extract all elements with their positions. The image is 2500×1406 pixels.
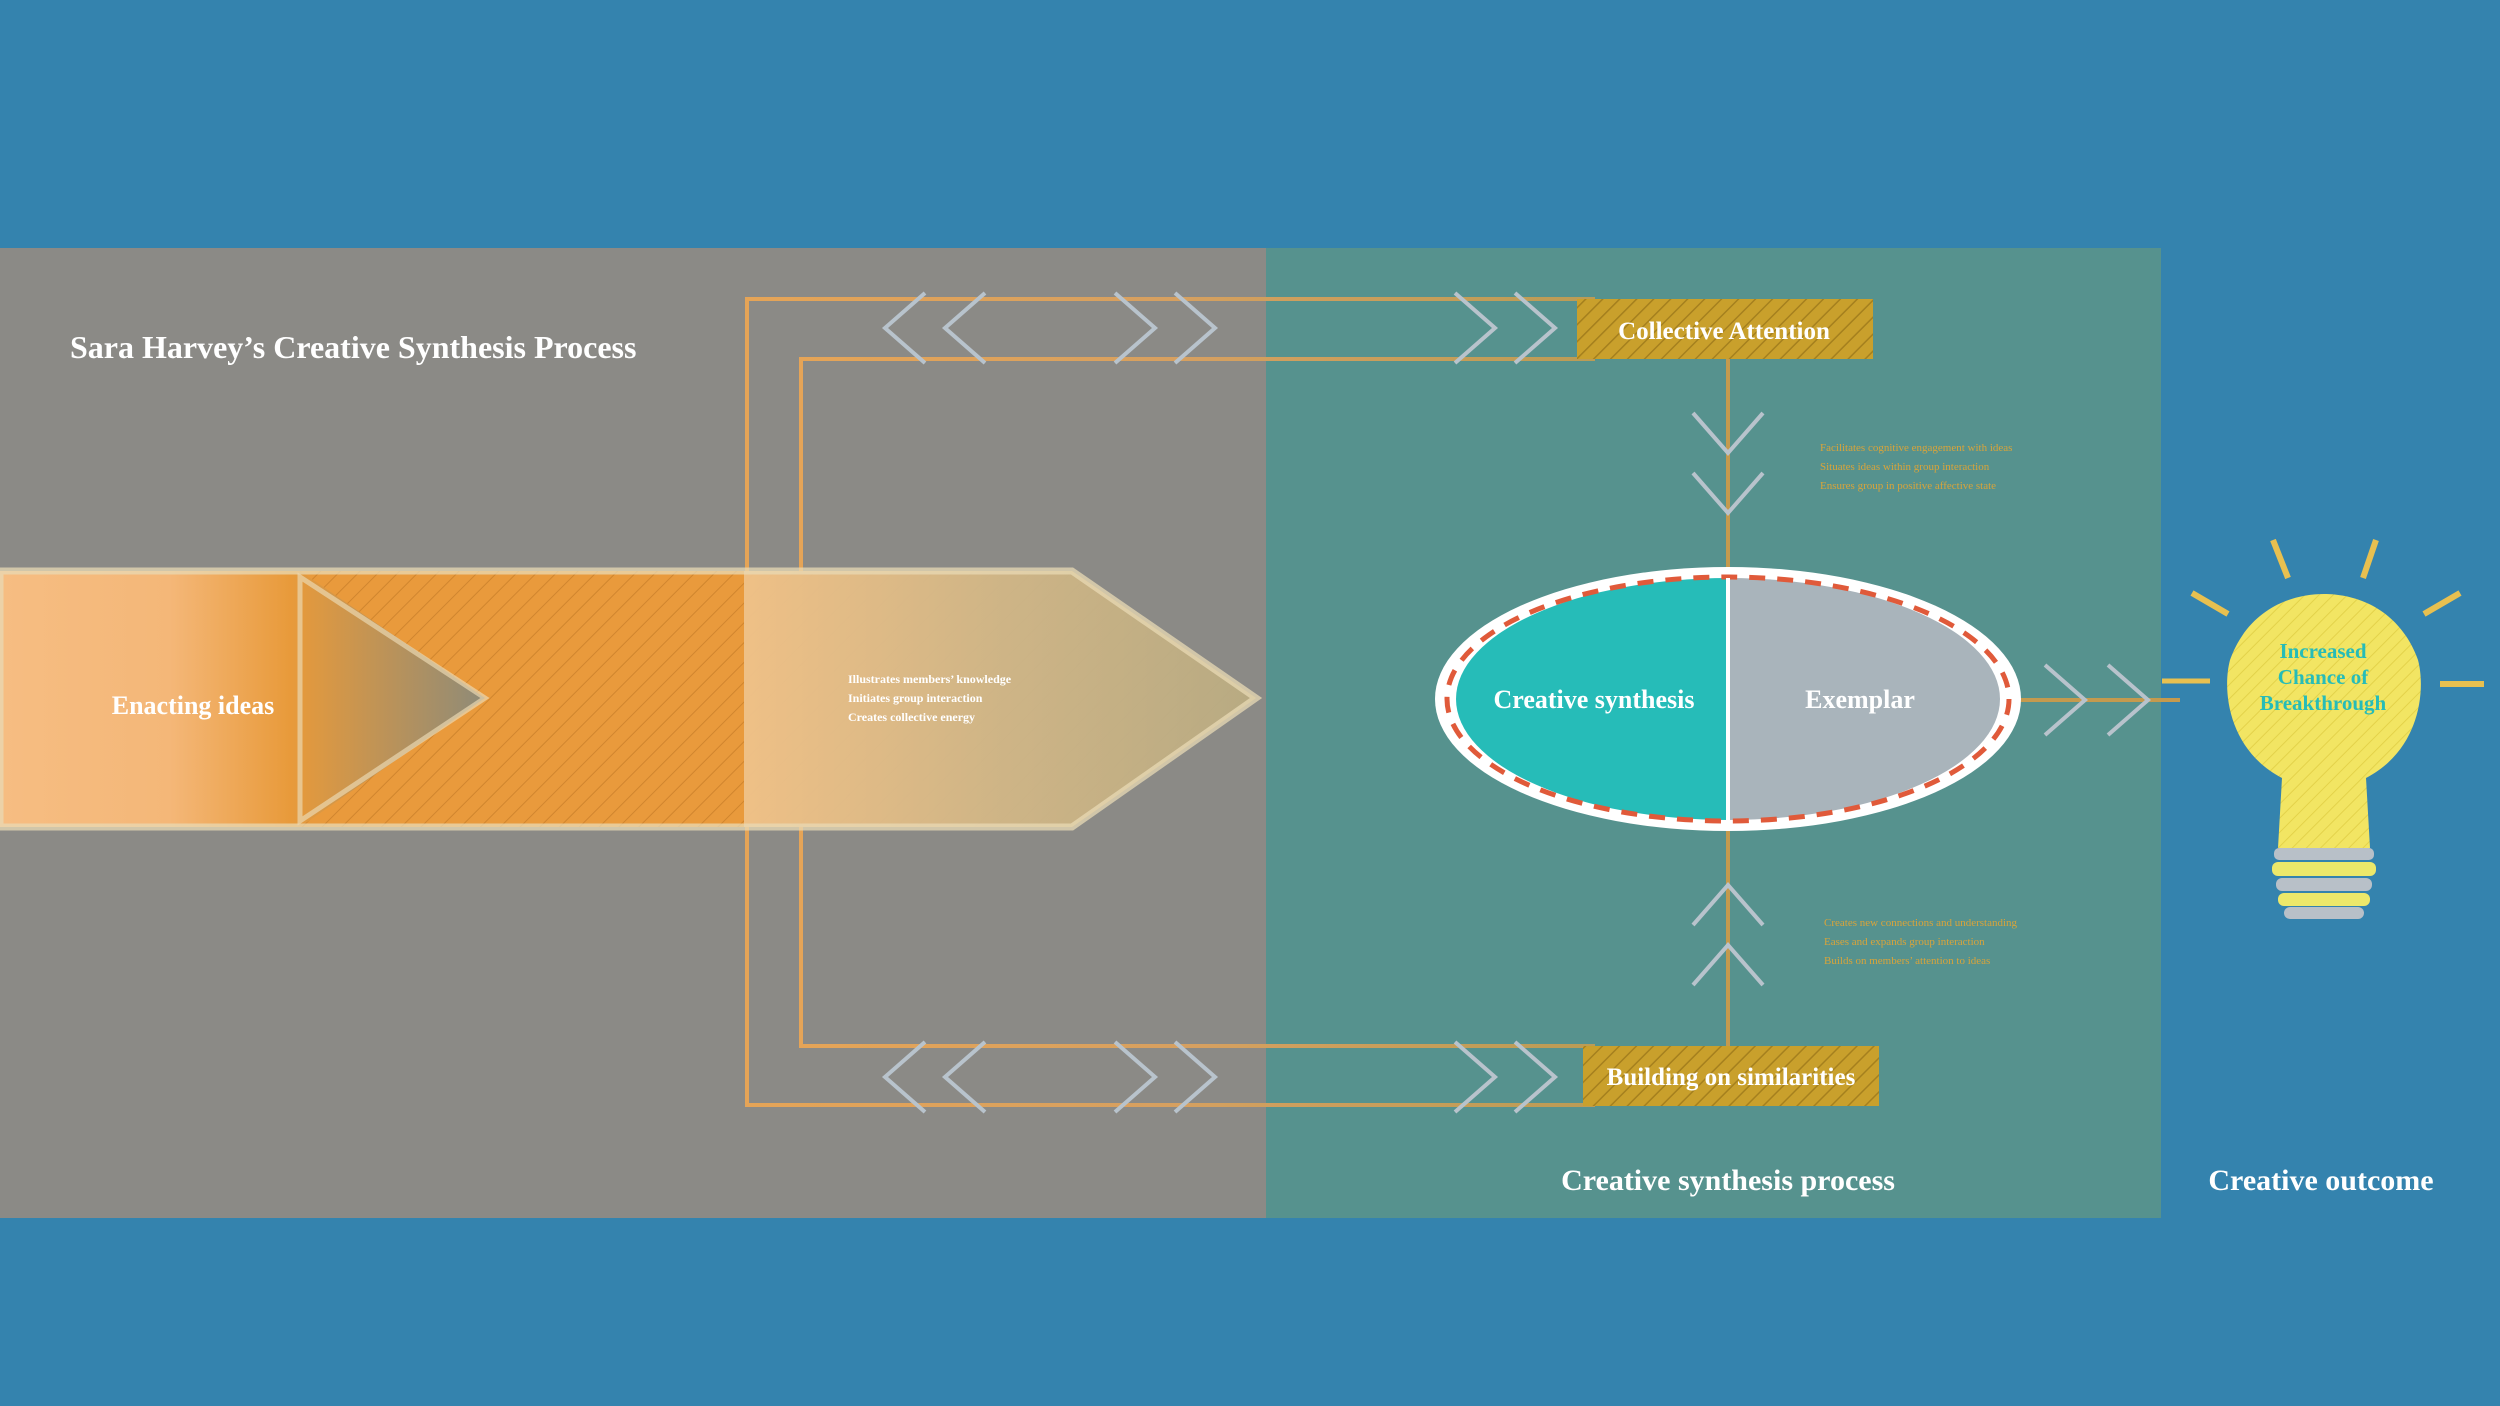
enacting-note: Illustrates members’ knowledge	[848, 672, 1012, 686]
lightbulb-icon	[2190, 538, 2484, 919]
enacting-note: Initiates group interaction	[848, 691, 983, 705]
building-similarities-label: Building on similarities	[1607, 1064, 1856, 1091]
output-chevrons	[2043, 663, 2152, 737]
similarities-note: Eases and expands group interaction	[1824, 936, 1985, 948]
bulb-line: Chance of	[2278, 665, 2369, 689]
down-chevrons	[1691, 411, 1765, 517]
attention-note: Ensures group in positive affective stat…	[1820, 480, 1996, 492]
synthesis-process-label: Creative synthesis process	[1561, 1164, 1895, 1197]
enacting-ideas-label: Enacting ideas	[112, 691, 275, 720]
bulb-line: Increased	[2279, 639, 2366, 663]
up-chevrons	[1691, 881, 1765, 987]
building-similarities-box	[1583, 1046, 1879, 1106]
enacting-notes: Illustrates members’ knowledge Initiates…	[848, 672, 1012, 724]
building-similarities-notes: Creates new connections and understandin…	[1824, 917, 2018, 967]
collective-attention-notes: Facilitates cognitive engagement with id…	[1820, 442, 2012, 492]
creative-outcome-label: Creative outcome	[2208, 1164, 2433, 1197]
synthesis-ellipse	[1435, 567, 2021, 831]
enacting-arrows	[0, 567, 1263, 831]
creative-synthesis-label: Creative synthesis	[1493, 685, 1694, 714]
top-chevrons	[881, 291, 1559, 365]
similarities-note: Creates new connections and understandin…	[1824, 917, 2018, 929]
attention-note: Situates ideas within group interaction	[1820, 461, 1990, 473]
bottom-chevrons	[881, 1040, 1559, 1114]
similarities-note: Builds on members’ attention to ideas	[1824, 955, 1990, 967]
collective-attention-label: Collective Attention	[1618, 318, 1830, 345]
exemplar-label: Exemplar	[1805, 685, 1915, 714]
bulb-line: Breakthrough	[2260, 691, 2387, 715]
bulb-text: Increased Chance of Breakthrough	[2260, 639, 2387, 715]
diagram-title: Sara Harvey’s Creative Synthesis Process	[70, 329, 636, 365]
attention-note: Facilitates cognitive engagement with id…	[1820, 442, 2012, 454]
collective-attention-box	[1577, 299, 1873, 359]
enacting-note: Creates collective energy	[848, 710, 975, 724]
